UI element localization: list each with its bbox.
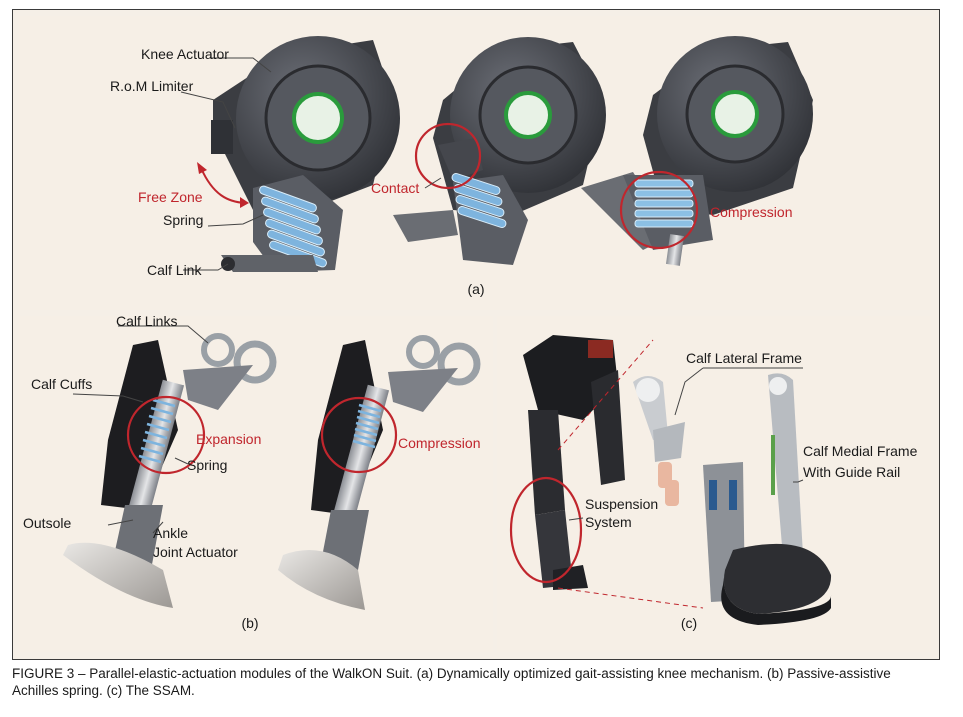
free-zone-arrowhead-bottom (240, 197, 249, 208)
expansion-label: Expansion (196, 431, 261, 447)
calf-cuffs-label: Calf Cuffs (31, 376, 92, 392)
exoskeleton-image (523, 335, 625, 590)
zoom-line-top (557, 339, 654, 451)
spring-label-b: Spring (187, 457, 227, 473)
rom-limiter-label: R.o.M Limiter (110, 78, 194, 94)
compression-label-b: Compression (398, 435, 480, 451)
calf-medial-frame-label: Calf Medial Frame (803, 443, 918, 459)
panel-b-leaders (72, 325, 209, 534)
ankle-label: Ankle (153, 525, 188, 541)
panel-c-sublabel: (c) (681, 615, 697, 631)
guide-rail-label: With Guide Rail (803, 464, 900, 480)
zoom-line-bottom (557, 587, 704, 609)
compression-highlight-circle-a (619, 170, 699, 250)
free-zone-label: Free Zone (138, 189, 203, 205)
suspension-label: Suspension (585, 496, 658, 512)
spring-label-a: Spring (163, 212, 203, 228)
figure-caption: FIGURE 3 – Parallel-elastic-actuation mo… (12, 665, 947, 699)
panel-a-leaders (180, 57, 442, 271)
caption-line-1: FIGURE 3 – Parallel-elastic-actuation mo… (12, 666, 891, 681)
compression-highlight-circle-b (320, 396, 398, 474)
suspension-highlight-ellipse (509, 476, 583, 584)
figure: Knee Actuator R.o.M Limiter Free Zone Sp… (12, 9, 940, 660)
caption-line-2: Achilles spring. (c) The SSAM. (12, 683, 195, 698)
ankle-module-image-2 (278, 335, 481, 610)
panel-a-sublabel: (a) (467, 281, 484, 297)
outsole-label: Outsole (23, 515, 71, 531)
knee-actuator-label: Knee Actuator (141, 46, 229, 62)
knee-actuator-image-3 (581, 36, 813, 266)
knee-actuator-image-1 (211, 36, 400, 272)
joint-actuator-label: Joint Actuator (153, 544, 238, 560)
panel-b-sublabel: (b) (241, 615, 258, 631)
free-zone-arrowhead-top (197, 162, 207, 174)
figure-canvas: Knee Actuator R.o.M Limiter Free Zone Sp… (19, 16, 931, 652)
calf-lateral-frame-label: Calf Lateral Frame (686, 350, 802, 366)
contact-highlight-circle (414, 122, 482, 190)
ssam-exploded-image (633, 373, 832, 625)
system-label: System (585, 514, 632, 530)
calf-links-label: Calf Links (116, 313, 177, 329)
contact-label: Contact (371, 180, 419, 196)
compression-label-a: Compression (710, 204, 792, 220)
calf-link-label: Calf Link (147, 262, 202, 278)
panel-c-leaders (568, 367, 804, 521)
expansion-highlight-circle (126, 395, 206, 475)
